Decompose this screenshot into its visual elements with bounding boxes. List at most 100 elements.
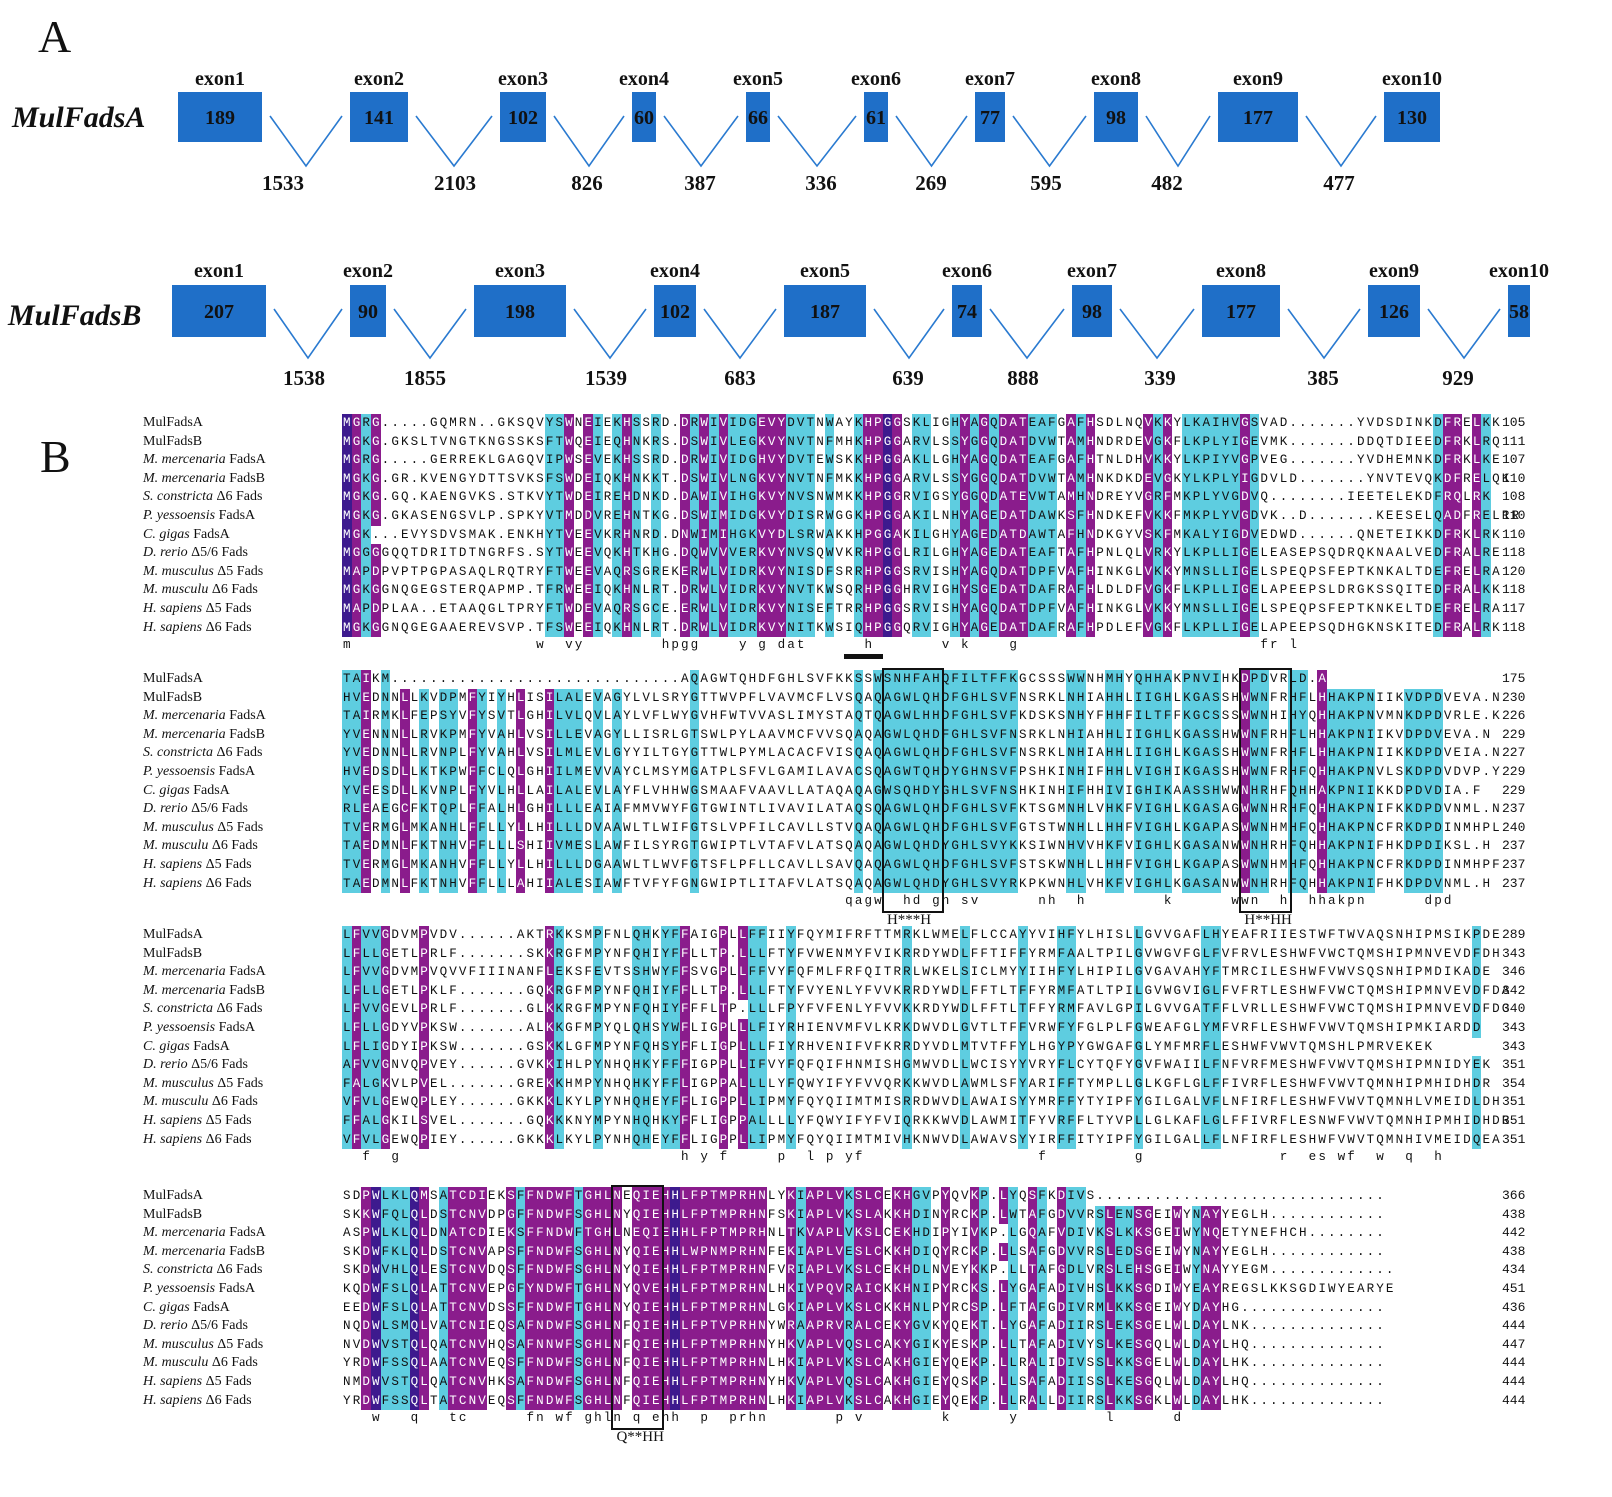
end-position: 175 [1502,671,1526,686]
species-gene: FadsB [225,726,265,742]
end-position: 346 [1502,964,1526,980]
species-binomial: M. mercenaria [143,452,226,468]
end-position: 230 [1502,689,1526,705]
species-name: H. sapiens Δ6 Fads [143,1131,333,1150]
end-position: 111 [1502,433,1526,449]
exon-length: 102 [508,107,538,129]
species-gene: FadsA [215,507,256,523]
intron-line [1305,115,1377,168]
intron-length: 1855 [404,366,446,390]
exon-length: 58 [1509,301,1529,323]
motif-box [611,1185,664,1431]
intron-line [989,308,1065,360]
species-name: H. sapiens Δ5 Fads [143,1112,333,1131]
end-position: 108 [1502,489,1526,505]
end-position: 434 [1502,1262,1526,1278]
species-name: M. mercenaria FadsB [143,1243,333,1262]
species-gene: FadsA [225,1225,266,1241]
exon-label: exon4 [619,68,669,90]
exon-box [1218,92,1298,142]
end-position: 451 [1502,1280,1526,1296]
species-gene: MulFadsB [143,689,203,705]
intron-line [1287,308,1361,360]
end-position: 110 [1502,507,1526,523]
species-name: D. rerio Δ5/6 Fads [143,1056,333,1075]
exon-label: exon8 [1091,68,1141,90]
exon-box [1368,285,1420,337]
exon-length: 74 [957,301,977,323]
exon-box [500,92,546,142]
species-gene: Δ5 Fads [202,1373,252,1389]
end-position: 110 [1502,470,1526,486]
motif-box [1239,668,1292,914]
species-binomial: M. musculus [143,1075,214,1091]
motif-label: Q**HH [616,1429,664,1446]
species-binomial: S. constricta [143,745,213,761]
species-binomial: C. gigas [143,1299,190,1315]
species-name: S. constricta Δ6 Fads [143,744,333,763]
species-gene: MulFadsA [143,1188,203,1203]
motif-underline [844,654,883,660]
species-binomial: S. constricta [143,1262,213,1278]
end-position: 229 [1502,763,1526,779]
exon-length: 61 [866,107,886,129]
end-position: 438 [1502,1243,1526,1259]
end-position: 342 [1502,982,1526,998]
exon-label: exon8 [1216,260,1266,282]
species-binomial: M. musculu [143,1094,209,1110]
species-gene: FadsA [215,1019,256,1035]
exon-length: 177 [1226,301,1256,323]
intron-line [663,115,739,168]
exon-box [172,285,266,337]
species-gene: Δ6 Fads [202,1392,252,1408]
intron-length: 1538 [283,366,325,390]
species-gene: Δ5/6 Fads [187,1318,248,1334]
species-name: MulFadsB [143,1206,333,1225]
end-position: 366 [1502,1188,1526,1203]
species-name: MulFadsB [143,689,333,708]
end-position: 229 [1502,782,1526,798]
species-gene: Δ6 Fads [213,489,263,505]
species-gene: MulFadsA [143,671,203,686]
species-gene: Δ6 Fads [213,1001,263,1017]
intron-line [895,115,968,168]
species-binomial: H. sapiens [143,1392,203,1408]
exon-box [1202,285,1280,337]
species-binomial: D. rerio [143,545,188,561]
exon-length: 77 [980,107,1000,129]
exon-length: 141 [364,107,394,129]
end-position: 289 [1502,927,1526,942]
intron-line [415,115,493,168]
species-name: H. sapiens Δ6 Fads [143,619,333,638]
species-binomial: C. gigas [143,782,190,798]
panel-b-label: B [40,431,71,482]
species-name: H. sapiens Δ5 Fads [143,856,333,875]
exon-label: exon10 [1489,260,1549,282]
exon-box [474,285,566,337]
species-name: M. musculus Δ5 Fads [143,563,333,582]
exon-length: 98 [1082,301,1102,323]
species-binomial: C. gigas [143,1038,190,1054]
exon-box [350,285,386,337]
exon-length: 126 [1379,301,1409,323]
